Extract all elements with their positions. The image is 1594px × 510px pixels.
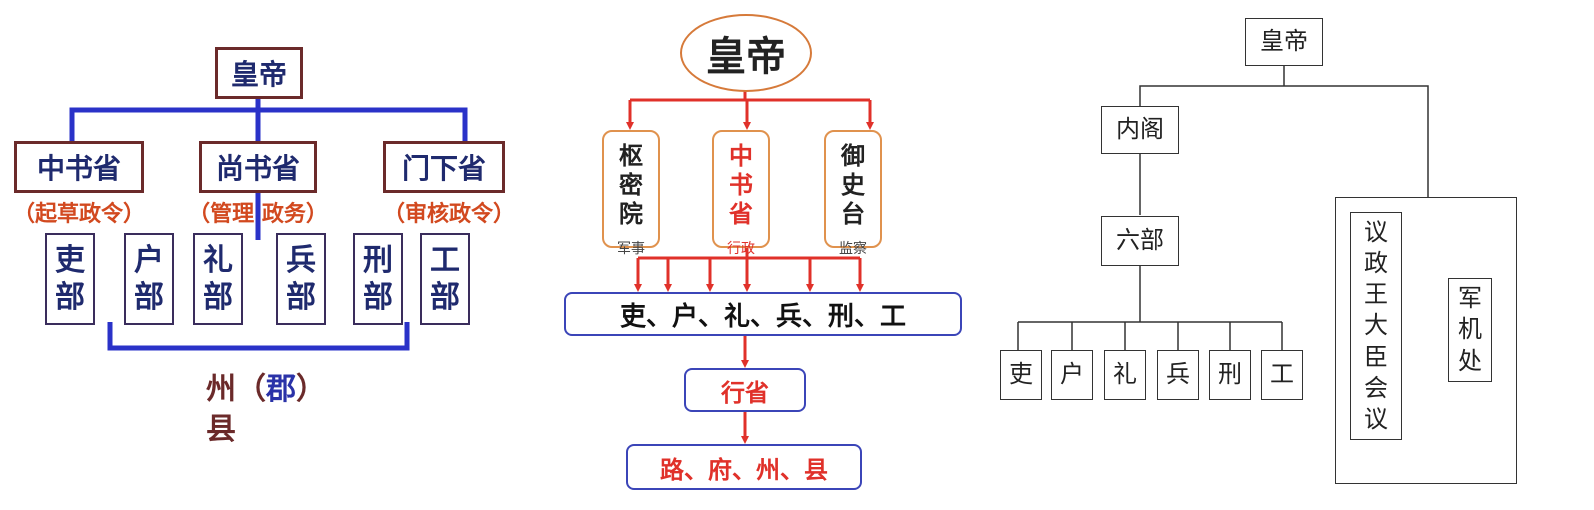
ministry-box-menxia: 门下省 — [383, 141, 505, 193]
ministry-role-note: （审核政令） — [382, 202, 515, 227]
emperor-label: 皇帝 — [706, 34, 786, 80]
department-box: 刑 — [1209, 350, 1251, 400]
office-box-yushitai: 御史台 监察 — [824, 130, 882, 257]
local-admin-label: 路、府、州、县 — [660, 455, 828, 484]
emperor-label: 皇帝 — [1260, 27, 1308, 56]
emperor-box: 皇帝 — [1245, 18, 1323, 66]
department-box: 兵部 — [276, 233, 326, 325]
jun-label: 郡 — [266, 372, 296, 407]
ministry-box-zhongshu: 中书省 — [14, 141, 144, 193]
local-admin-label: 州（郡） — [206, 364, 326, 408]
six-ministries-label: 六部 — [1116, 226, 1164, 255]
diagram-yuan-system: 皇帝 枢密院 军事 中书省 行政 御史台 监察 吏、户、礼、兵、刑、工 行省 路… — [560, 0, 1000, 510]
paren-open: （ — [236, 372, 266, 407]
office-function: 监察 — [839, 241, 867, 258]
office-name: 中书省 — [729, 142, 753, 228]
emperor-label: 皇帝 — [230, 58, 287, 91]
xian-label: 县 — [206, 412, 236, 447]
office-function: 行政 — [727, 241, 755, 258]
department-box: 工部 — [420, 233, 470, 325]
department-box: 户 — [1051, 350, 1093, 400]
province-label: 行省 — [721, 378, 769, 407]
emperor-box: 皇帝 — [215, 47, 303, 99]
six-ministries-box: 六部 — [1101, 216, 1179, 266]
department-box: 工 — [1261, 350, 1303, 400]
diagram-tang-three-ministries: 皇帝 中书省 尚书省 门下省 （起草政令） （管理 政务） （审核政令） 吏部 … — [0, 0, 560, 510]
ministry-role-note: （管理 政务） — [188, 202, 328, 227]
six-departments-box: 吏、户、礼、兵、刑、工 — [564, 292, 962, 336]
local-admin-box: 路、府、州、县 — [626, 444, 862, 490]
paren-close: ） — [296, 372, 326, 407]
department-box: 礼部 — [193, 233, 243, 325]
province-box: 行省 — [684, 368, 806, 412]
ministry-label: 中书省 — [36, 152, 121, 185]
connector-arrows — [626, 90, 874, 444]
council-box: 议政王大臣会议 — [1350, 212, 1402, 440]
council-label: 议政王大臣会议 — [1364, 217, 1388, 433]
ministry-label: 尚书省 — [215, 152, 300, 185]
office-name: 御史台 — [841, 142, 865, 228]
ministry-role-note: （起草政令） — [12, 202, 145, 227]
office-name: 枢密院 — [619, 142, 643, 228]
office-box-shumiyuan: 枢密院 军事 — [602, 130, 660, 257]
diagram-qing-system: 皇帝 内阁 六部 吏 户 礼 兵 刑 工 议政王大臣会议 军机处 — [1000, 0, 1594, 510]
junji-label: 军机处 — [1458, 284, 1482, 375]
emperor-oval: 皇帝 — [680, 14, 812, 92]
department-box: 户部 — [124, 233, 174, 325]
department-box: 兵 — [1157, 350, 1199, 400]
office-function: 军事 — [617, 241, 645, 258]
ministry-box-shangshu: 尚书省 — [199, 141, 317, 193]
office-box-zhongshu: 中书省 行政 — [712, 130, 770, 257]
junji-box: 军机处 — [1448, 278, 1492, 382]
department-box: 吏 — [1000, 350, 1042, 400]
department-box: 吏部 — [45, 233, 95, 325]
six-departments-label: 吏、户、礼、兵、刑、工 — [619, 301, 906, 332]
zhou-label: 州 — [206, 372, 236, 407]
department-box: 礼 — [1104, 350, 1146, 400]
cabinet-box: 内阁 — [1101, 106, 1179, 154]
ministry-label: 门下省 — [401, 152, 486, 185]
department-box: 刑部 — [353, 233, 403, 325]
cabinet-label: 内阁 — [1116, 115, 1164, 144]
